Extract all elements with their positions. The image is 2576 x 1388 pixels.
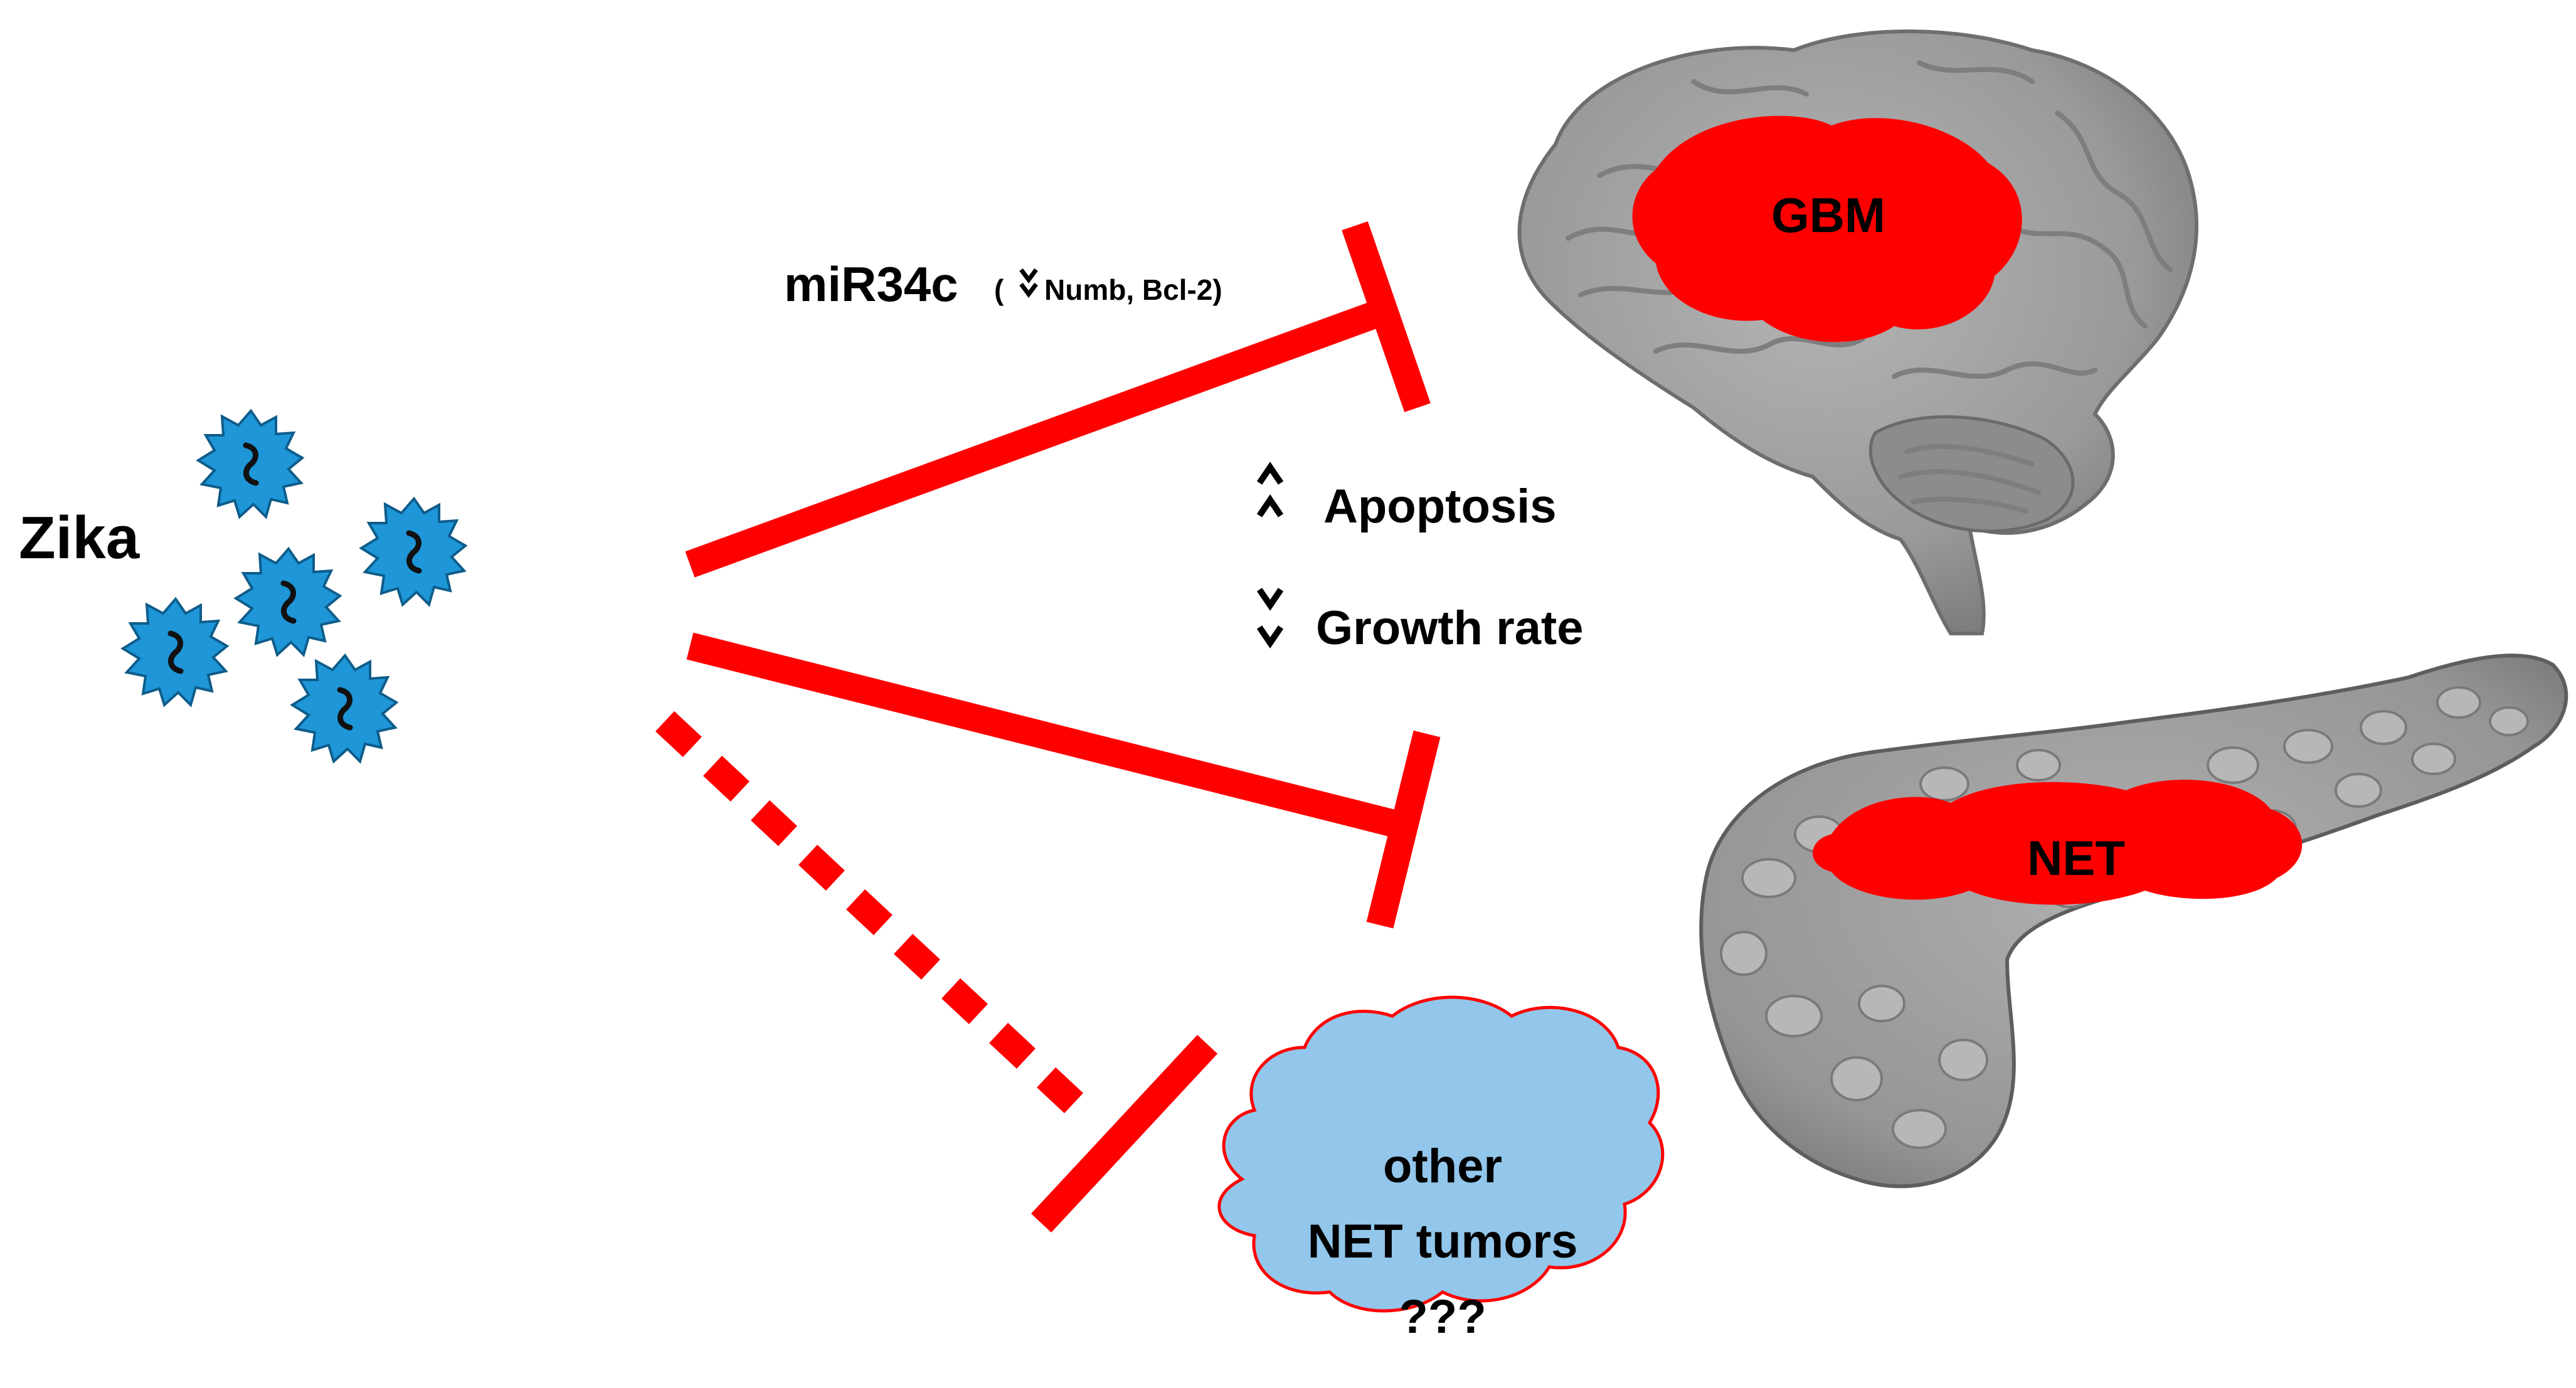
virus-particle-icon xyxy=(236,549,340,655)
virus-particle-icon xyxy=(123,599,227,705)
virus-particle-icon xyxy=(292,655,396,761)
targets-open-paren: ( xyxy=(994,273,1004,306)
virus-particle-icon xyxy=(361,499,465,605)
zika-label: Zika xyxy=(19,504,140,571)
brain-icon: GBM xyxy=(1517,29,2198,635)
targets-label: Numb, Bcl-2) xyxy=(1044,273,1222,306)
down-arrow-icon xyxy=(1256,588,1284,649)
other-tumor-label-line2: NET tumors xyxy=(1308,1215,1578,1268)
inhibition-arrow-net xyxy=(686,632,1441,929)
net-label: NET xyxy=(2027,830,2125,886)
apoptosis-label: Apoptosis xyxy=(1323,480,1557,533)
growth-rate-label: Growth rate xyxy=(1316,601,1584,655)
inhibition-arrow-other-dashed xyxy=(655,711,1218,1232)
pancreas-icon: NET xyxy=(1699,654,2568,1189)
inhibition-arrow-gbm xyxy=(685,221,1431,578)
other-tumor-label-line1: other xyxy=(1383,1140,1502,1193)
cloud-icon: other NET tumors ??? xyxy=(1217,995,1665,1343)
virus-particle-icon xyxy=(198,411,302,517)
gbm-label: GBM xyxy=(1771,188,1885,243)
virus-cluster xyxy=(123,411,465,761)
other-tumor-label-line3: ??? xyxy=(1399,1290,1486,1343)
net-tumor-cloud xyxy=(1813,780,2303,905)
gbm-tumor-cloud xyxy=(1632,115,2022,342)
down-arrow-icon xyxy=(1019,268,1038,298)
up-arrow-icon xyxy=(1256,462,1284,517)
mirna-label: miR34c xyxy=(784,257,958,312)
